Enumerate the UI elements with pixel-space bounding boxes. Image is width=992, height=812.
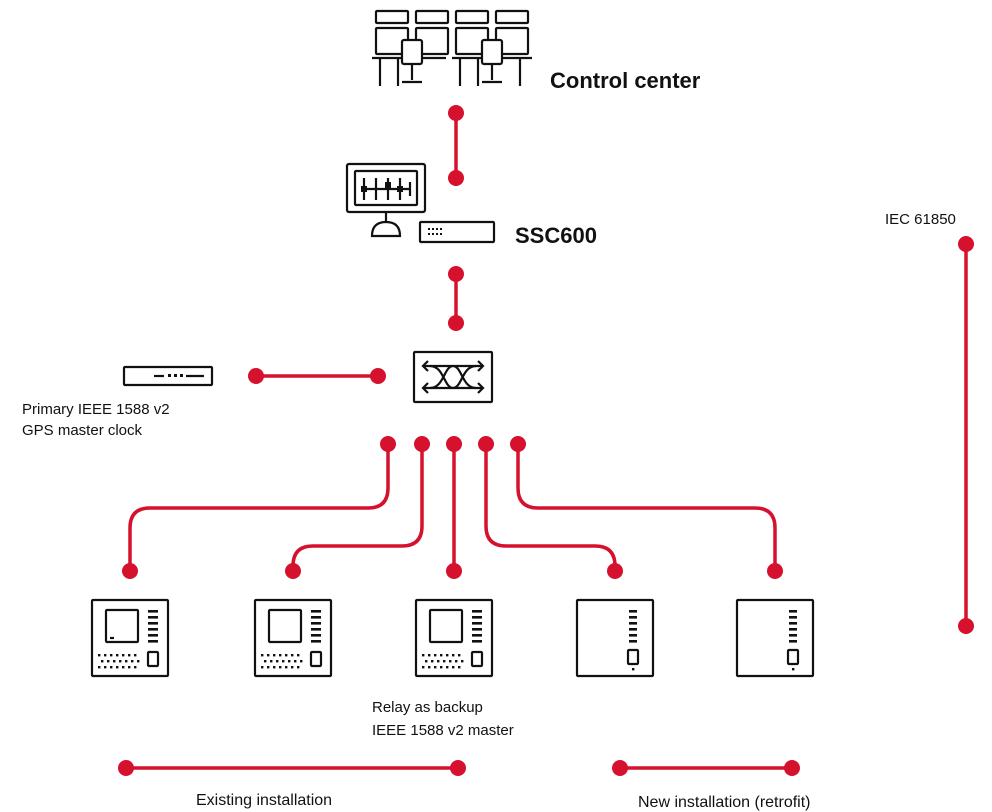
protection-relay-icon <box>414 598 494 678</box>
connection-switch-to-relay-5 <box>510 436 783 579</box>
hmi-monitor-icon <box>345 162 427 238</box>
retrofit-relay-icon <box>575 598 655 678</box>
retrofit-relay-icon <box>735 598 815 678</box>
legend-new-label: New installation (retrofit) <box>638 794 811 811</box>
relay-backup-label-line1: Relay as backup <box>372 699 483 716</box>
ethernet-switch-icon <box>412 350 494 404</box>
relay-backup-label-line2: IEEE 1588 v2 master <box>372 722 514 739</box>
clock-label-line1: Primary IEEE 1588 v2 <box>22 401 170 418</box>
control-center-label: Control center <box>550 68 701 93</box>
protection-relay-icon <box>253 598 333 678</box>
connection-switch-to-relay-2 <box>285 436 430 579</box>
ssc600-label: SSC600 <box>515 223 597 248</box>
gps-clock-rack-icon <box>122 365 214 387</box>
legend-existing-line <box>118 760 466 776</box>
connection-switch-to-relay-4 <box>478 436 623 579</box>
iec-61850-bus <box>958 236 974 634</box>
clock-label-line2: GPS master clock <box>22 422 143 439</box>
connection-switch-to-relay-3 <box>446 436 462 579</box>
protection-relay-icon <box>90 598 170 678</box>
control-room-workstations-icon <box>372 9 532 86</box>
legend-new-line <box>612 760 800 776</box>
connection-switch-to-relay-1 <box>122 436 396 579</box>
iec-61850-label: IEC 61850 <box>885 211 956 228</box>
rack-server-icon <box>418 220 496 244</box>
legend-existing-label: Existing installation <box>196 792 332 809</box>
connection-ssc600-to-switch <box>448 266 464 331</box>
connection-control-to-ssc600 <box>448 105 464 186</box>
connection-clock-to-switch <box>248 368 386 384</box>
